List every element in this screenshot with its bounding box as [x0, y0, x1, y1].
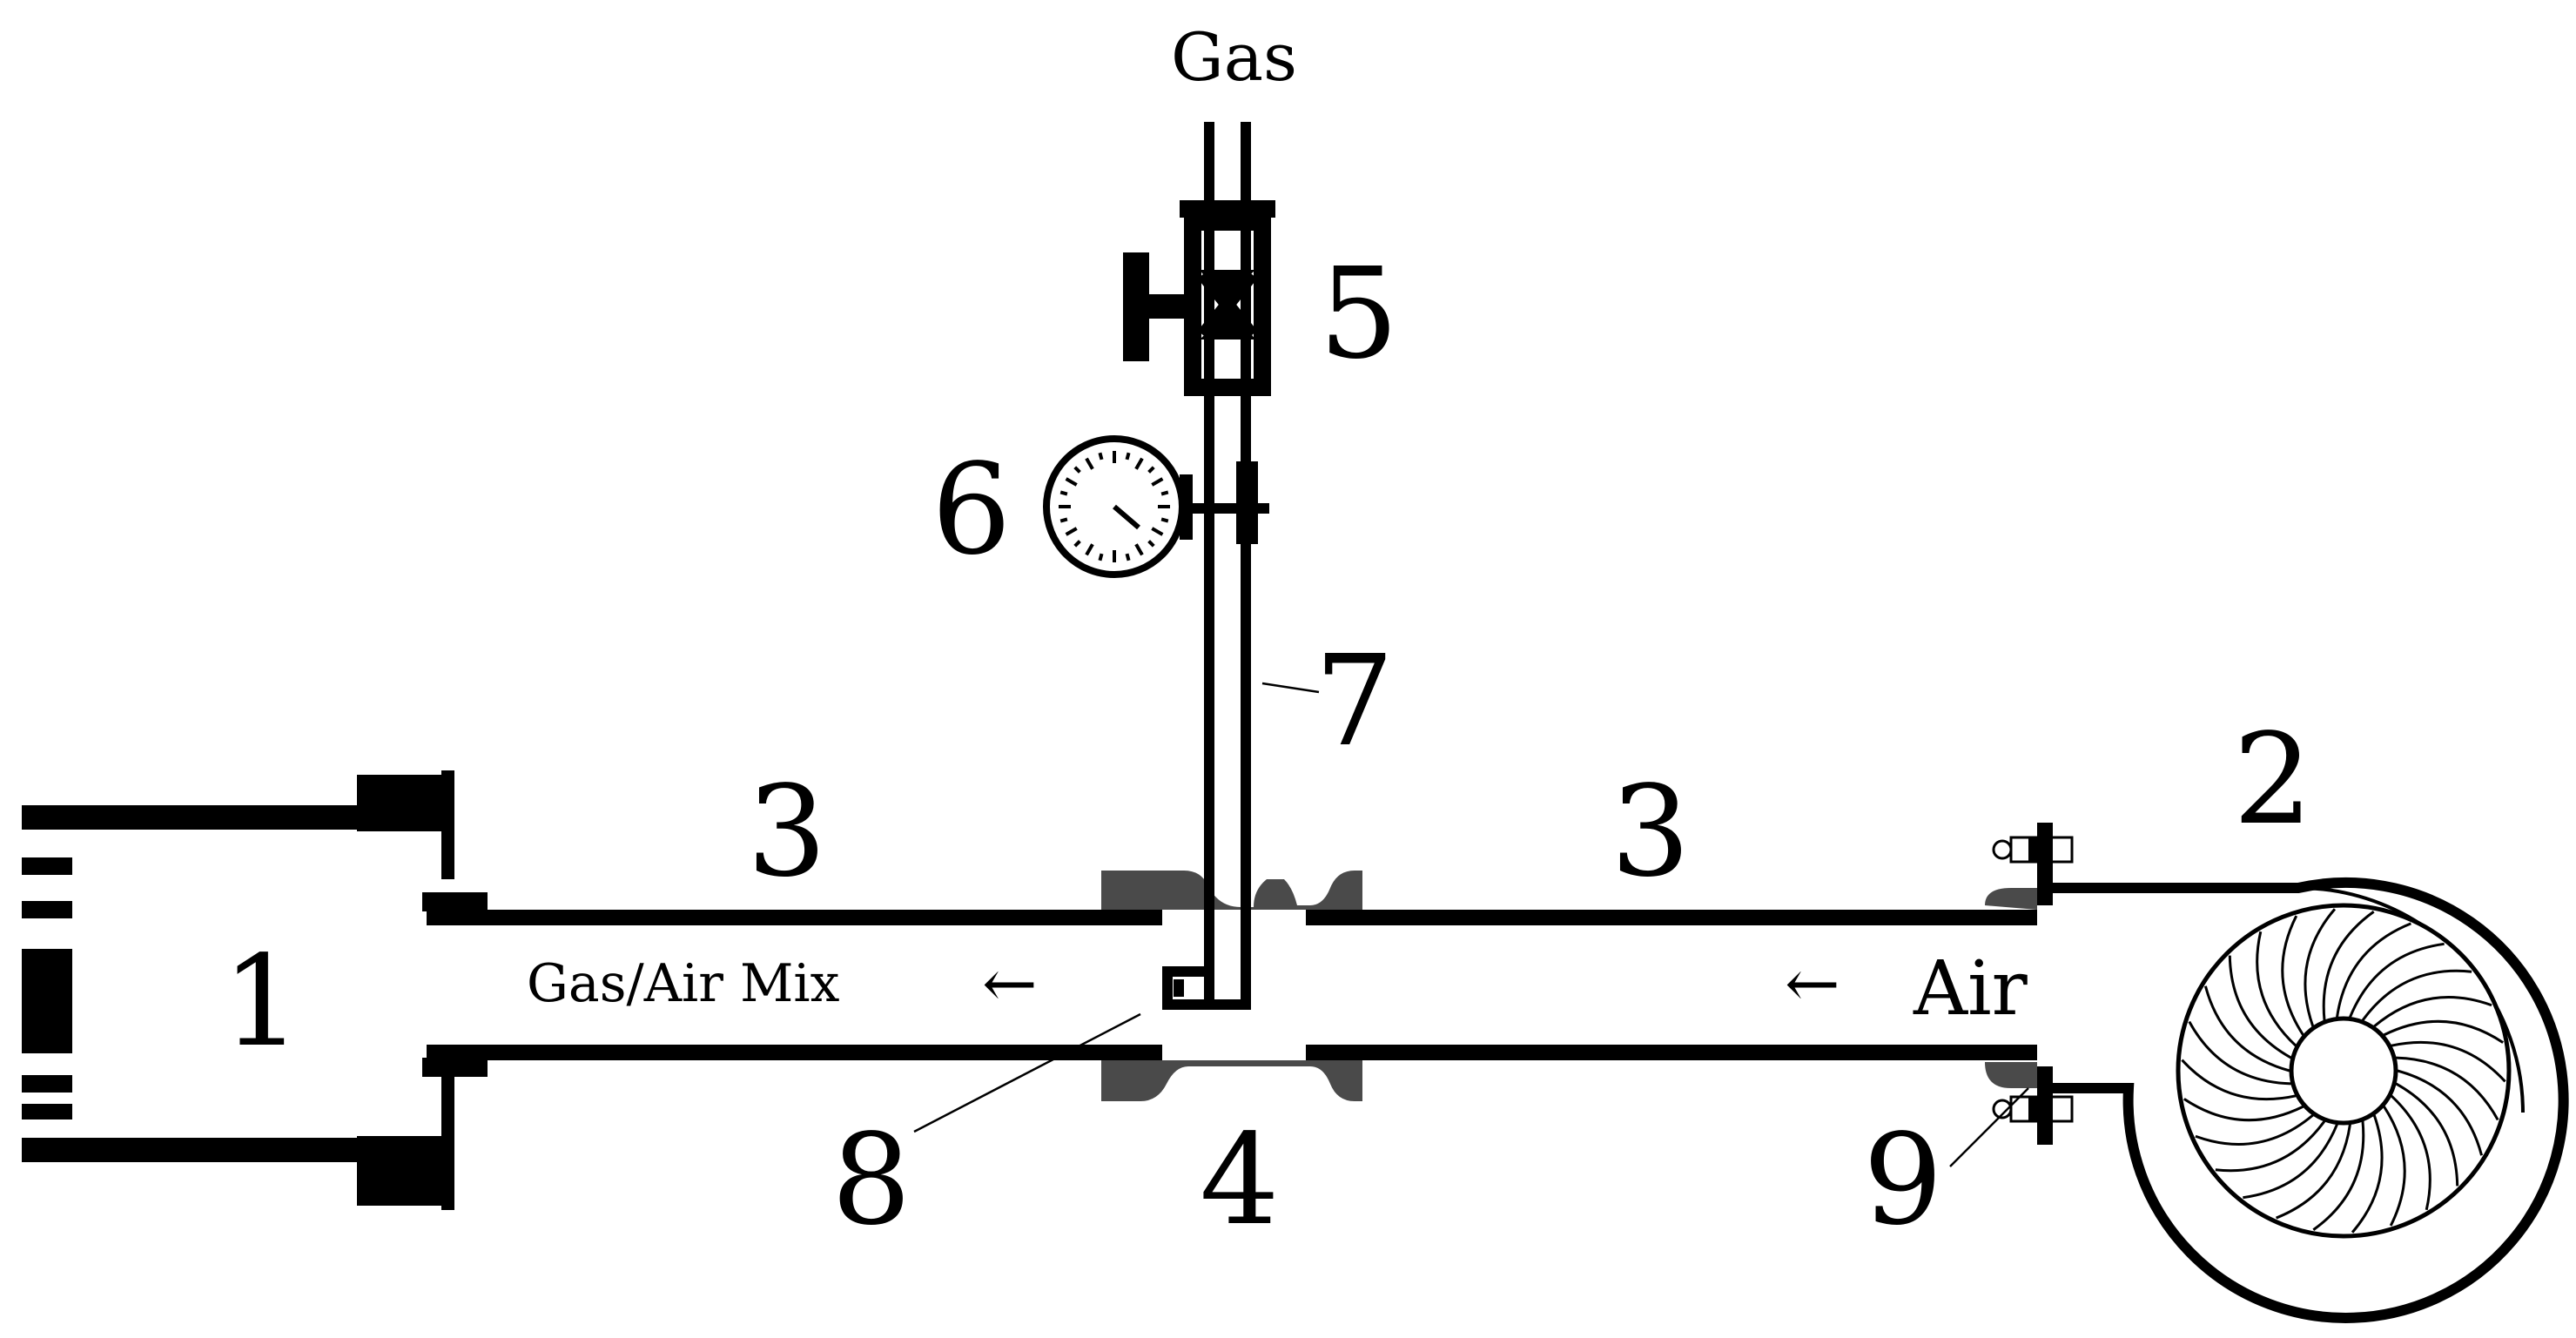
gauge-tick	[1160, 517, 1169, 523]
callout-6: 6	[932, 436, 1012, 582]
impeller-blade	[2349, 942, 2445, 1019]
callout-3-right: 3	[1611, 758, 1691, 904]
gauge-tick	[1147, 466, 1155, 474]
gauge-tick	[1085, 543, 1094, 556]
impeller-blade	[2336, 922, 2411, 1018]
gauge-tick	[1151, 527, 1164, 536]
callout-5: 5	[1319, 240, 1399, 387]
impeller-blade	[2383, 1106, 2406, 1227]
impeller-blade	[2395, 1082, 2459, 1187]
gauge-tick	[1073, 466, 1081, 474]
impeller-blade	[2351, 1114, 2384, 1234]
impeller-blade	[2361, 969, 2472, 1021]
gauge-tick	[1160, 490, 1169, 496]
gas-valve	[1123, 200, 1275, 396]
blower-impeller	[2176, 903, 2512, 1239]
impeller-blade	[2276, 1124, 2351, 1220]
callout-3-left: 3	[747, 758, 827, 904]
impeller-blade	[2312, 1120, 2365, 1231]
gas-air-mix-label: Gas/Air Mix	[527, 953, 840, 1014]
impeller-blade	[2181, 1059, 2297, 1101]
gas-supply-tube	[1204, 122, 1251, 1010]
gauge-tick	[1125, 452, 1131, 461]
impeller-blade	[2322, 911, 2375, 1021]
air-inlet-label: Air	[1913, 945, 2028, 1032]
gas-inlet-label: Gas	[1171, 18, 1297, 96]
leader-lines	[913, 682, 2029, 1167]
impeller-blade	[2228, 955, 2292, 1059]
air-flow-arrow: ←	[1785, 945, 1840, 1022]
impeller-blade	[2203, 985, 2290, 1072]
impeller-blade	[2183, 1098, 2304, 1122]
gauge-tick	[1134, 457, 1144, 470]
gauge-tick	[1065, 477, 1078, 487]
gauge-tick	[1098, 553, 1104, 561]
callout-4: 4	[1200, 1106, 1280, 1253]
coupling-fitting	[1101, 871, 1362, 1101]
callout-8: 8	[831, 1106, 911, 1253]
impeller-blade	[2390, 1094, 2431, 1211]
callout-2: 2	[2233, 706, 2313, 852]
gauge-tick	[1065, 527, 1078, 536]
impeller-blade	[2397, 1069, 2484, 1156]
callout-9: 9	[1863, 1106, 1943, 1253]
impeller-blade	[2243, 1123, 2338, 1200]
gauge-tick	[1098, 452, 1104, 461]
gauge-tick	[1059, 490, 1068, 496]
impeller-blade	[2215, 1120, 2326, 1173]
gauge-tick	[1151, 477, 1164, 487]
callout-7: 7	[1315, 628, 1395, 774]
impeller-blade	[2391, 1040, 2506, 1083]
impeller-blade	[2188, 1020, 2291, 1086]
gauge-tick	[1147, 540, 1155, 548]
gauge-tick	[1059, 517, 1068, 523]
blower	[2053, 877, 2569, 1323]
pipe-right	[1306, 910, 2037, 1060]
impeller-blade	[2281, 915, 2304, 1036]
pipe-left	[427, 910, 1162, 1060]
impeller-blade	[2373, 996, 2492, 1028]
gauge-tick	[1125, 553, 1131, 561]
gas-injector-nozzle	[1162, 966, 1251, 1010]
impeller-blade	[2396, 1056, 2499, 1121]
gauge-tick	[1134, 543, 1144, 556]
clamp-screws	[1985, 823, 2074, 1145]
gauge-tick	[1085, 457, 1094, 470]
callout-1: 1	[222, 928, 302, 1074]
impeller-blade	[2195, 1113, 2314, 1146]
gauge-tick	[1073, 540, 1081, 548]
pressure-gauge	[1043, 435, 1269, 578]
impeller-blade	[2383, 1019, 2504, 1044]
burner-head	[22, 770, 488, 1210]
impeller-blade	[2304, 908, 2337, 1027]
mix-flow-arrow: ←	[982, 945, 1038, 1022]
impeller-blade	[2256, 931, 2297, 1047]
